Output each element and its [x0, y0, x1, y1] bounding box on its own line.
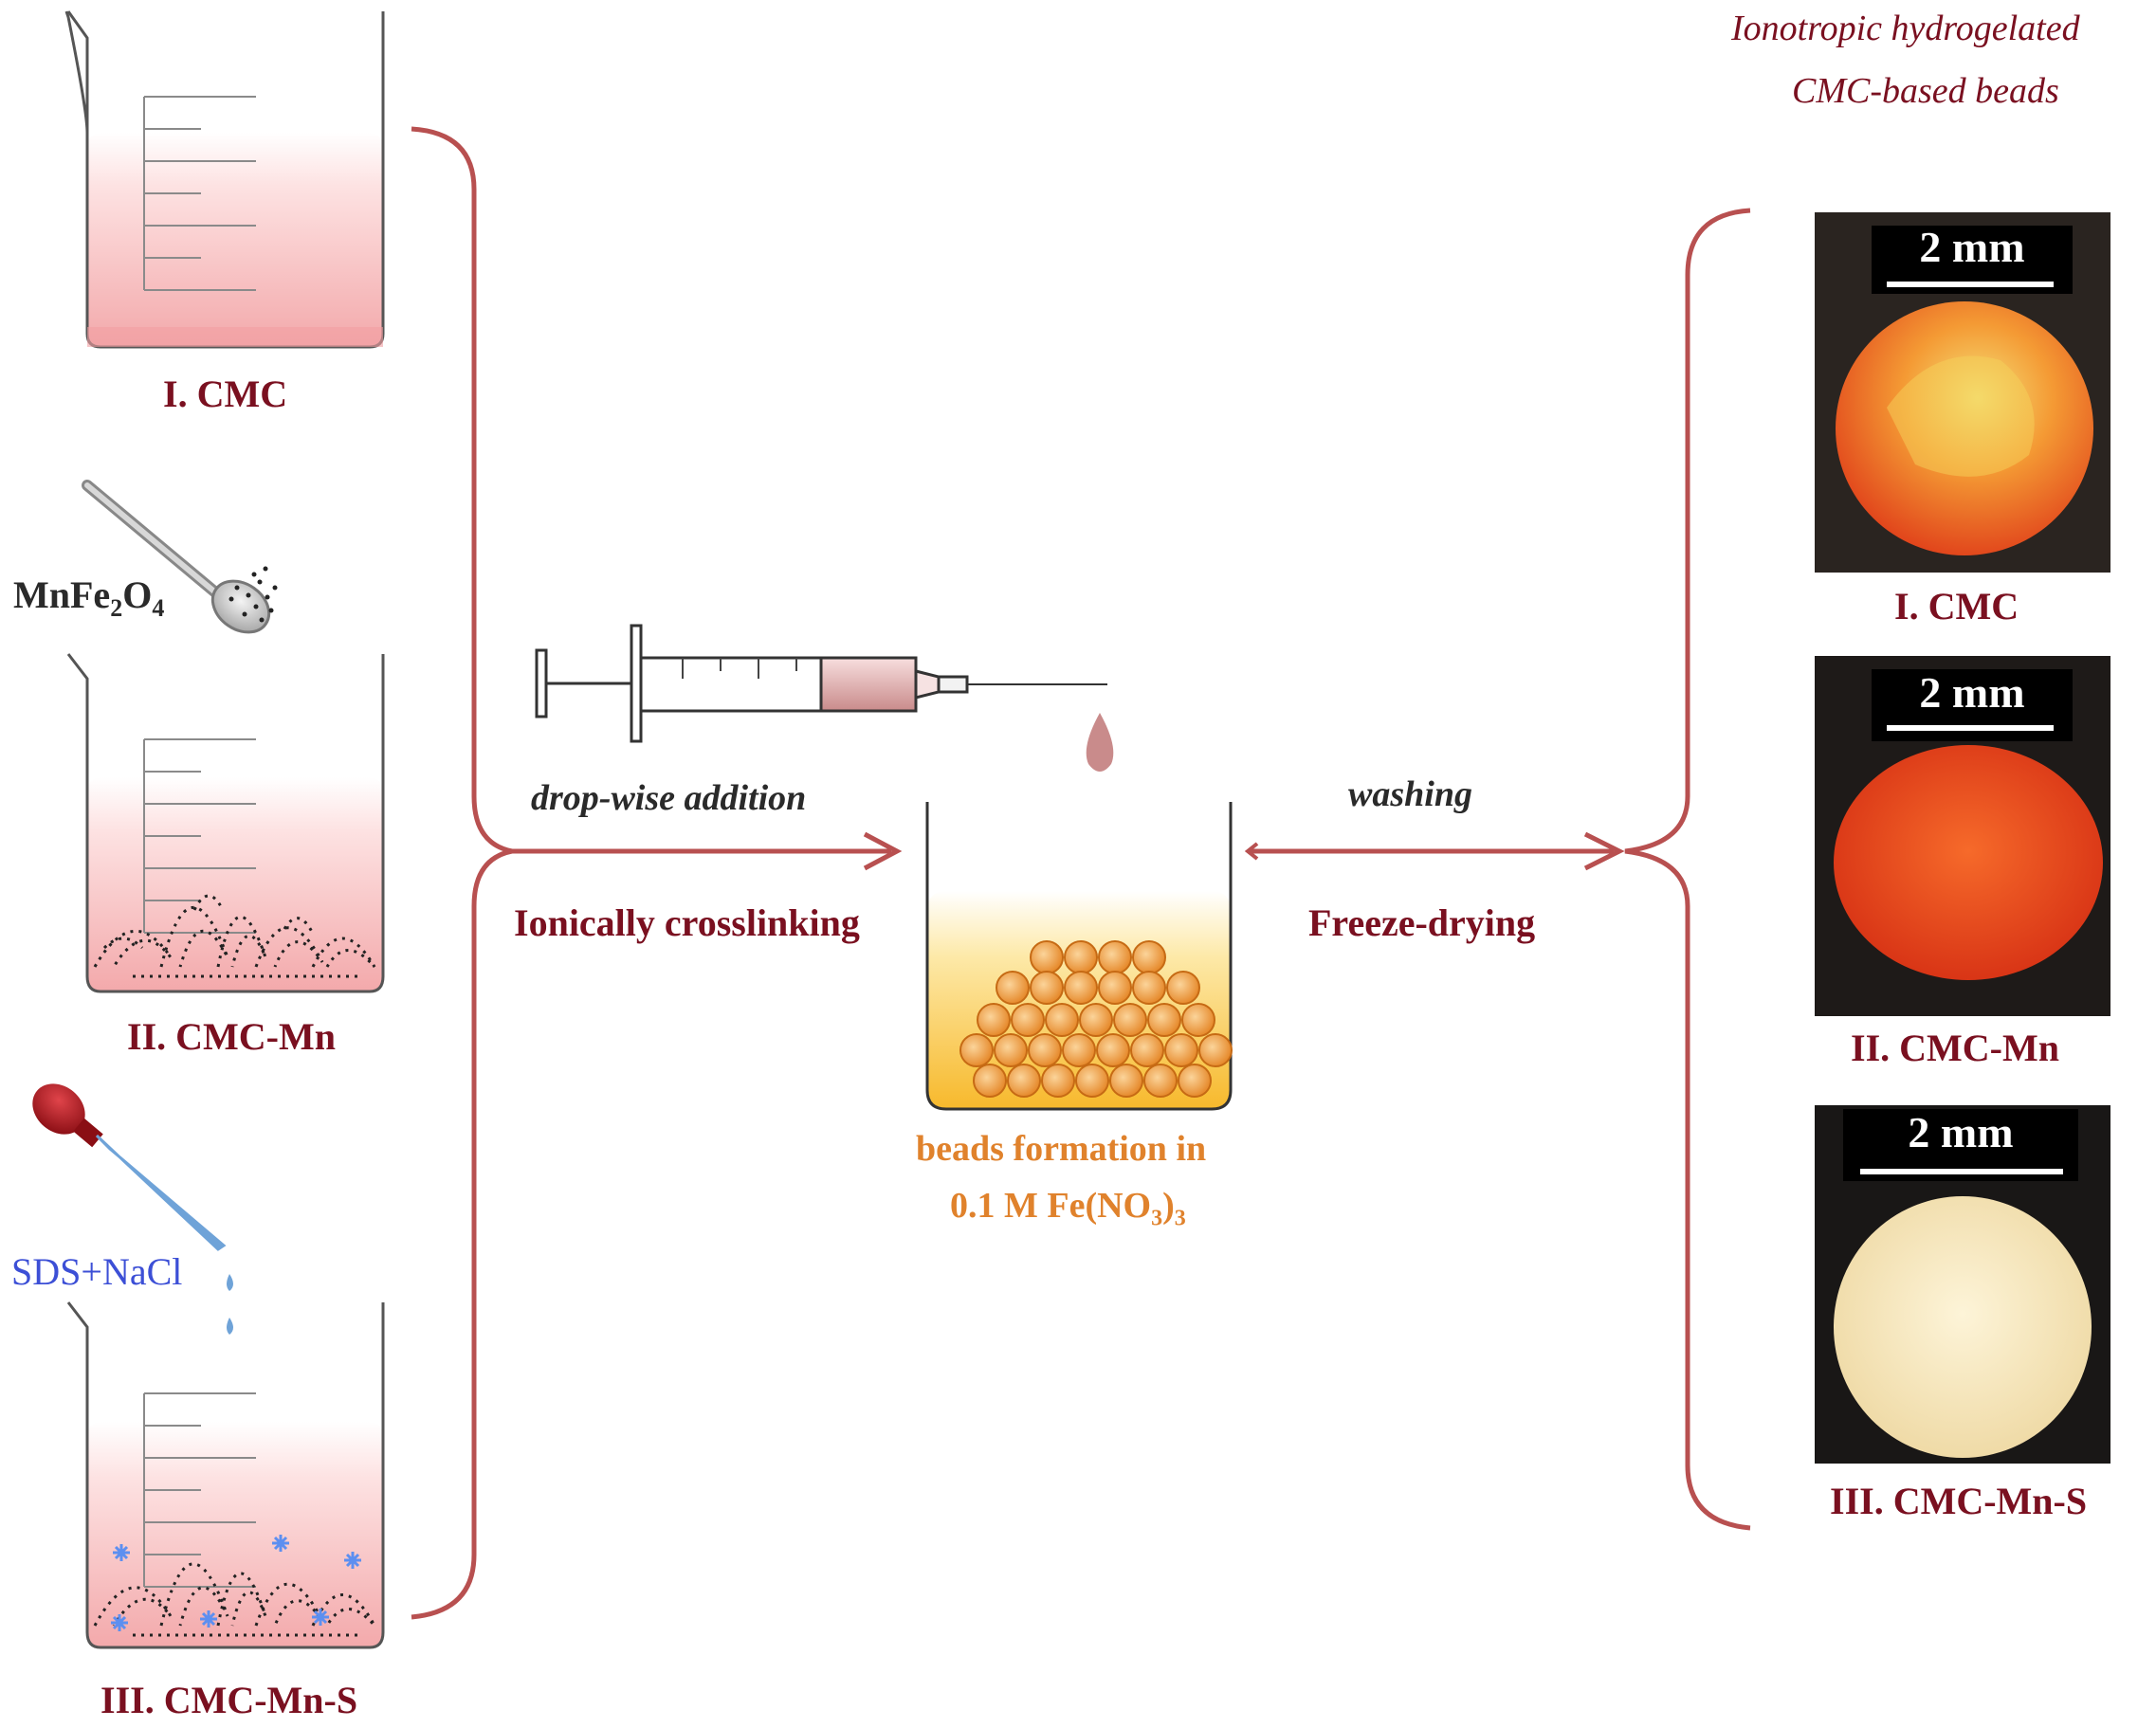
hydrogel-bead — [1045, 1003, 1079, 1037]
scale-bar-1: 2 mm — [1919, 223, 2025, 271]
hydrogel-bead — [977, 1003, 1011, 1037]
hydrogel-bead — [1075, 1064, 1109, 1098]
hydrogel-bead — [1007, 1064, 1041, 1098]
formation-close: ) — [1162, 1186, 1175, 1226]
beaker-caption-3: III. CMC-Mn-S — [100, 1679, 358, 1721]
beaker-cmc-mn-s — [66, 1301, 385, 1649]
hydrogel-bead — [1064, 971, 1098, 1005]
mnfe2o4-mid: O — [122, 573, 153, 616]
beaker-cmc — [64, 10, 385, 349]
hydrogel-bead — [1028, 1033, 1062, 1067]
hydrogel-bead — [1198, 1033, 1233, 1067]
dropper-icon — [32, 1083, 233, 1335]
formation-sub1: 3 — [1151, 1206, 1163, 1231]
hydrogel-bead — [1132, 971, 1166, 1005]
spoon-icon — [82, 480, 278, 634]
mnfe2o4-main: MnFe — [13, 573, 111, 616]
photo-caption-2: II. CMC-Mn — [1851, 1027, 2059, 1069]
header-line-2: CMC-based beads — [1792, 71, 2059, 111]
mnfe2o4-sub2: 4 — [152, 594, 165, 622]
dropwise-label: drop-wise addition — [531, 778, 807, 818]
left-brace — [411, 126, 513, 1620]
scale-bar-3: 2 mm — [1908, 1108, 2014, 1156]
hydrogel-bead — [1130, 1033, 1164, 1067]
hydrogel-bead — [1147, 1003, 1181, 1037]
hydrogel-bead — [1109, 1064, 1143, 1098]
crosslink-arrow — [512, 831, 903, 871]
hydrogel-bead — [1064, 940, 1098, 974]
hydrogel-bead — [996, 971, 1030, 1005]
photo-cmc — [1815, 212, 2110, 573]
mnfe2o4-particles — [93, 894, 376, 978]
freeze-drying-label: Freeze-drying — [1308, 901, 1536, 944]
hydrogel-bead — [1011, 1003, 1045, 1037]
photo-cmc-mn-s — [1815, 1105, 2110, 1464]
washing-arrow — [1244, 831, 1625, 871]
mnfe2o4-label: MnFe2O4 — [13, 573, 164, 623]
photo-cmc-mn — [1815, 656, 2110, 1016]
hydrogel-bead — [1143, 1064, 1178, 1098]
formation-sub2: 3 — [1174, 1206, 1186, 1231]
sds-crystals — [111, 1535, 361, 1631]
hydrogel-bead — [973, 1064, 1007, 1098]
hydrogel-bead — [1041, 1064, 1075, 1098]
header-line-1: Ionotropic hydrogelated — [1731, 9, 2080, 48]
beaker-caption-2: II. CMC-Mn — [127, 1015, 336, 1058]
washing-label: washing — [1348, 774, 1472, 814]
syringe-icon — [535, 624, 1114, 772]
hydrogel-bead — [1132, 940, 1166, 974]
hydrogel-bead — [1098, 971, 1132, 1005]
hydrogel-bead — [994, 1033, 1028, 1067]
bead-pile — [959, 940, 1233, 1098]
beaker-cmc-mn — [66, 653, 385, 993]
hydrogel-bead — [1062, 1033, 1096, 1067]
formation-main: 0.1 M Fe(NO — [950, 1186, 1152, 1226]
hydrogel-bead — [1181, 1003, 1215, 1037]
center-beaker — [925, 802, 1233, 1111]
formation-line-1: beads formation in — [916, 1129, 1207, 1169]
hydrogel-bead — [959, 1033, 994, 1067]
hydrogel-bead — [1166, 971, 1200, 1005]
scale-bar-2: 2 mm — [1919, 668, 2025, 717]
photo-caption-3: III. CMC-Mn-S — [1830, 1480, 2088, 1522]
hydrogel-bead — [1178, 1064, 1212, 1098]
hydrogel-bead — [1164, 1033, 1198, 1067]
crosslink-label: Ionically crosslinking — [514, 901, 860, 944]
mnfe2o4-sub1: 2 — [110, 594, 123, 622]
hydrogel-bead — [1030, 940, 1064, 974]
hydrogel-bead — [1030, 971, 1064, 1005]
hydrogel-bead — [1096, 1033, 1130, 1067]
beaker-caption-1: I. CMC — [163, 373, 288, 415]
hydrogel-bead — [1079, 1003, 1113, 1037]
right-brace — [1624, 208, 1751, 1531]
hydrogel-bead — [1113, 1003, 1147, 1037]
hydrogel-bead — [1098, 940, 1132, 974]
sds-nacl-label: SDS+NaCl — [11, 1250, 183, 1293]
formation-line-2: 0.1 M Fe(NO3)3 — [950, 1185, 1186, 1232]
photo-caption-1: I. CMC — [1894, 585, 2019, 628]
